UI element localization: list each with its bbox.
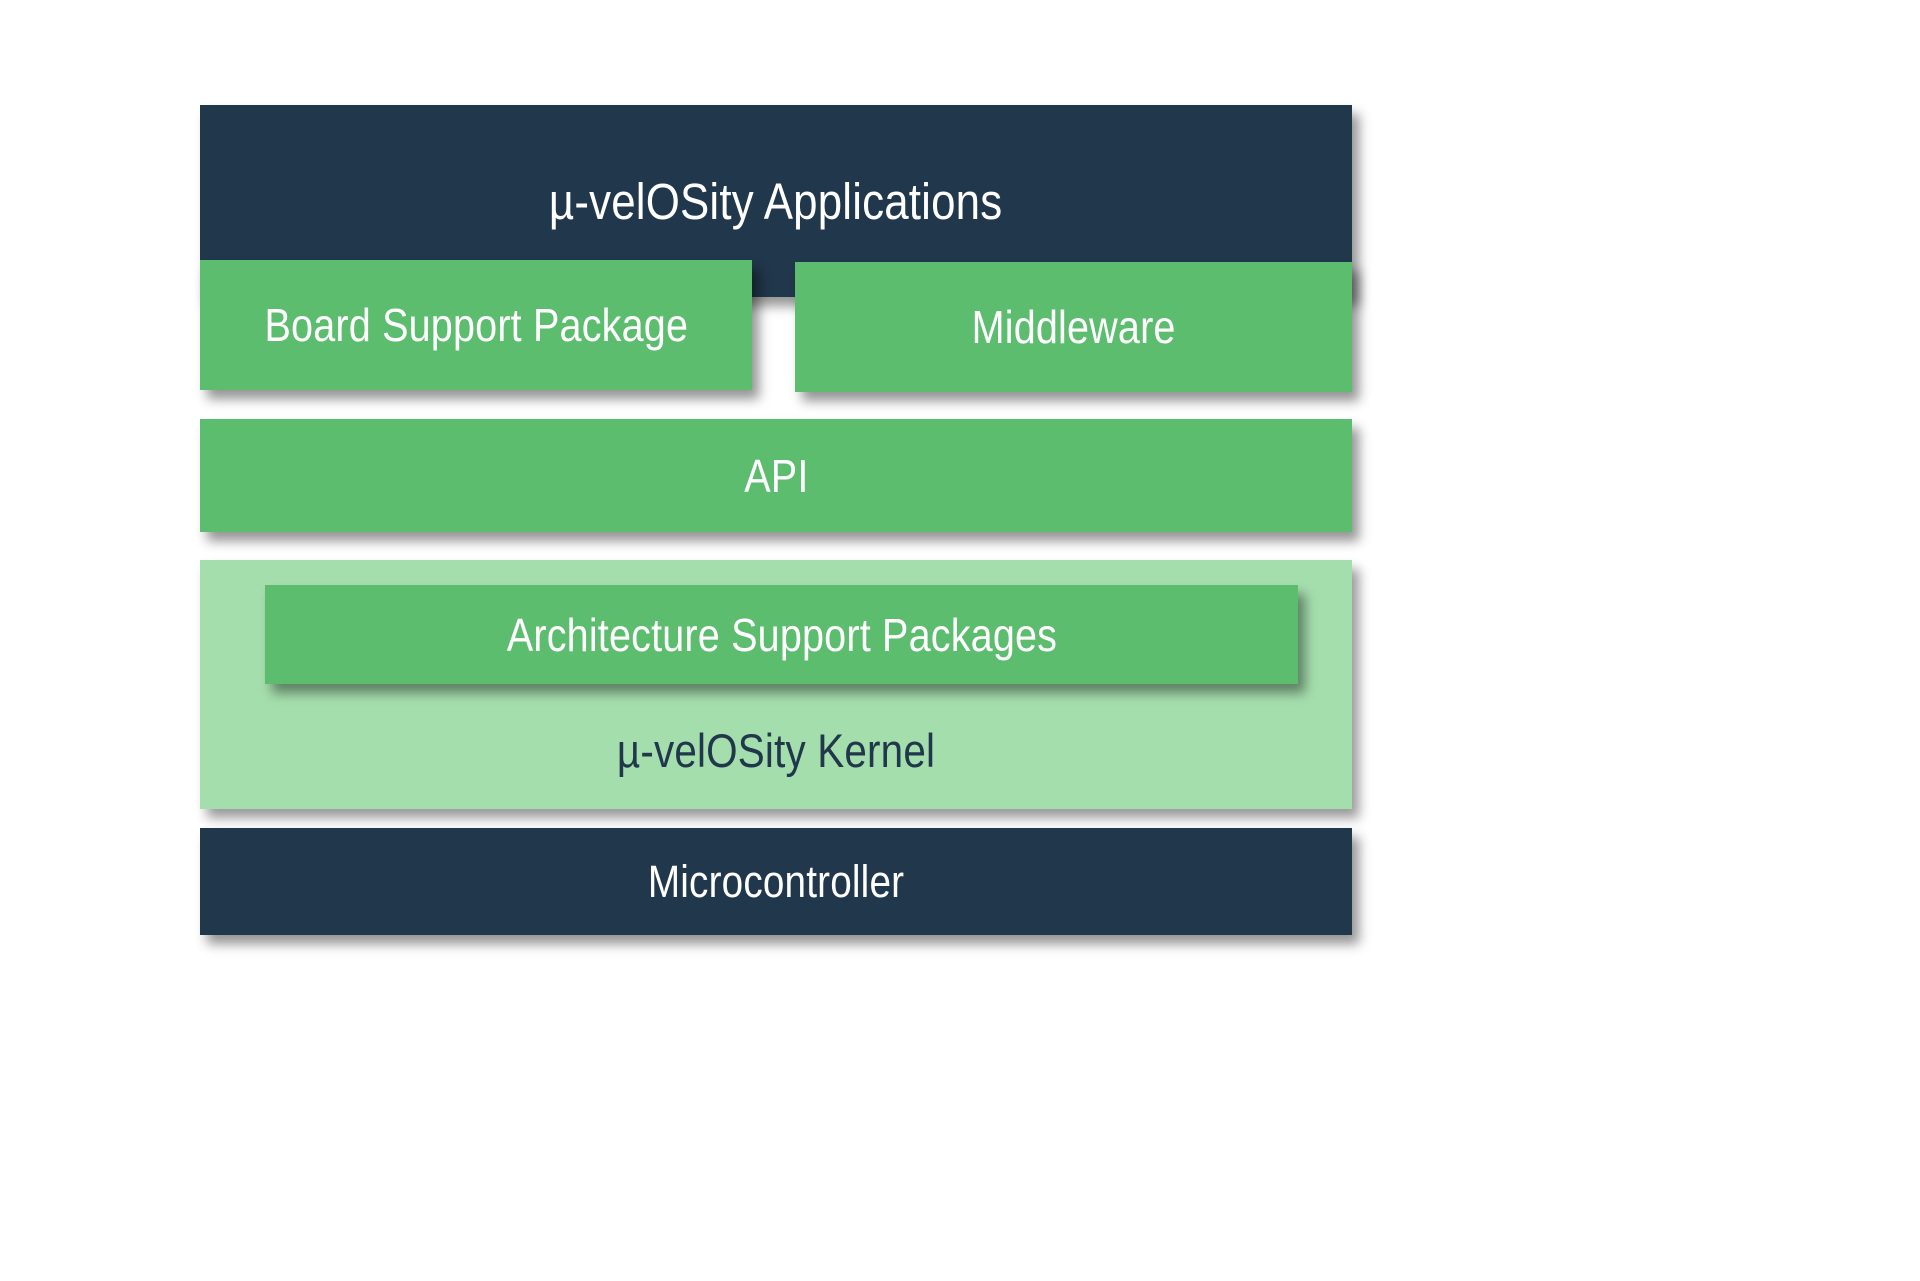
layer-microcontroller-label: Microcontroller <box>647 856 905 907</box>
layer-api: API <box>200 419 1352 532</box>
layer-kernel-label: µ-velOSity Kernel <box>616 724 936 777</box>
layer-architecture-support-packages-label: Architecture Support Packages <box>506 608 1057 661</box>
layer-middleware: Middleware <box>795 262 1352 392</box>
layer-api-label: API <box>743 449 809 502</box>
layer-applications-label: µ-velOSity Applications <box>549 172 1003 230</box>
layer-microcontroller: Microcontroller <box>200 828 1352 935</box>
layer-architecture-support-packages: Architecture Support Packages <box>265 585 1298 684</box>
layer-kernel-label-wrap: µ-velOSity Kernel <box>200 692 1352 809</box>
layer-board-support-package-label: Board Support Package <box>264 299 688 351</box>
layer-board-support-package: Board Support Package <box>200 260 752 390</box>
layer-middleware-label: Middleware <box>971 301 1176 353</box>
